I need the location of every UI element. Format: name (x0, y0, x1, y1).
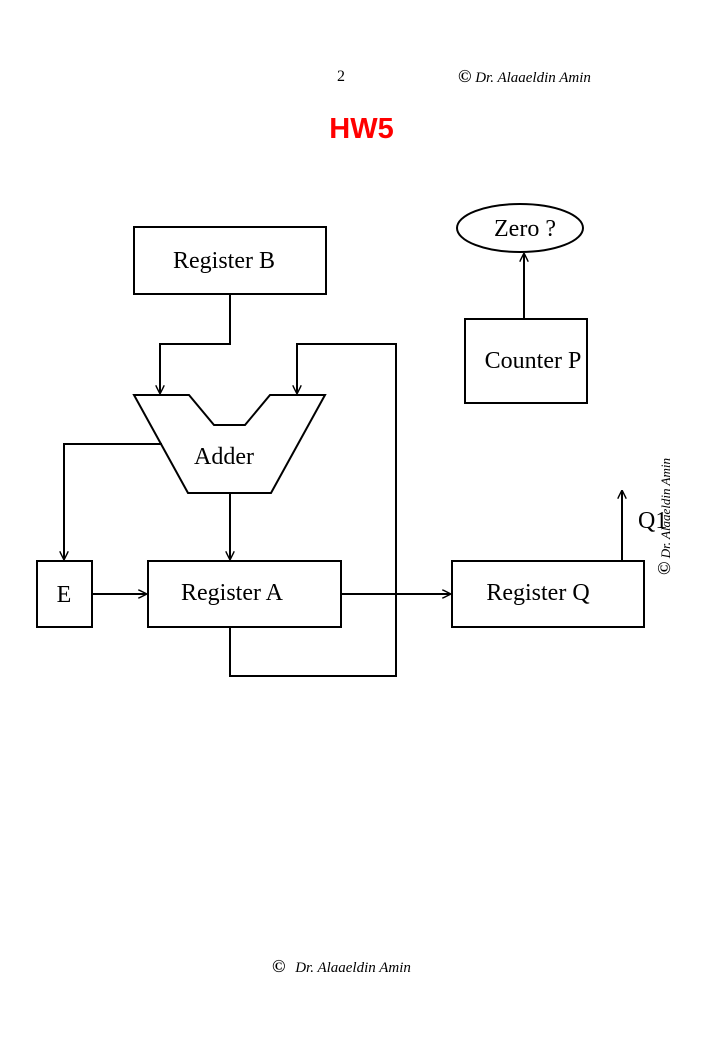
e-flipflop-block: E (36, 560, 93, 628)
register-q-block: Register Q (451, 560, 645, 628)
side-watermark: © Dr. Alaaeldin Amin (654, 458, 675, 575)
counter-p-block: Counter P (464, 318, 588, 404)
copyright-symbol: © (654, 561, 674, 575)
adder-label: Adder (194, 444, 254, 470)
adder-block: Adder (132, 394, 327, 494)
register-a-label: Register A (181, 580, 284, 606)
author-name: Dr. Alaaeldin Amin (658, 458, 673, 559)
q1-label: Q1 (638, 508, 667, 534)
header-copyright: © Dr. Alaaeldin Amin (458, 66, 591, 87)
wire-b-to-adder (160, 294, 231, 393)
register-q-label: Register Q (486, 580, 589, 606)
register-a-block: Register A (147, 560, 342, 628)
author-name: Dr. Alaaeldin Amin (475, 70, 591, 86)
zero-check-ellipse: Zero ? (456, 203, 584, 253)
author-name: Dr. Alaaeldin Amin (295, 960, 411, 976)
copyright-symbol: © (272, 956, 286, 976)
wire-a-feedback-to-adder (229, 343, 397, 677)
counter-p-label: Counter P (485, 348, 582, 374)
page-number: 2 (337, 68, 345, 85)
e-label: E (57, 582, 72, 608)
zero-check-label: Zero ? (494, 216, 556, 242)
wire-adder-carry-to-e (64, 443, 162, 559)
register-b-block: Register B (133, 226, 327, 295)
copyright-symbol: © (458, 66, 472, 86)
register-b-label: Register B (173, 248, 275, 274)
page-title: HW5 (329, 113, 394, 145)
footer-copyright: © Dr. Alaaeldin Amin (272, 956, 411, 977)
